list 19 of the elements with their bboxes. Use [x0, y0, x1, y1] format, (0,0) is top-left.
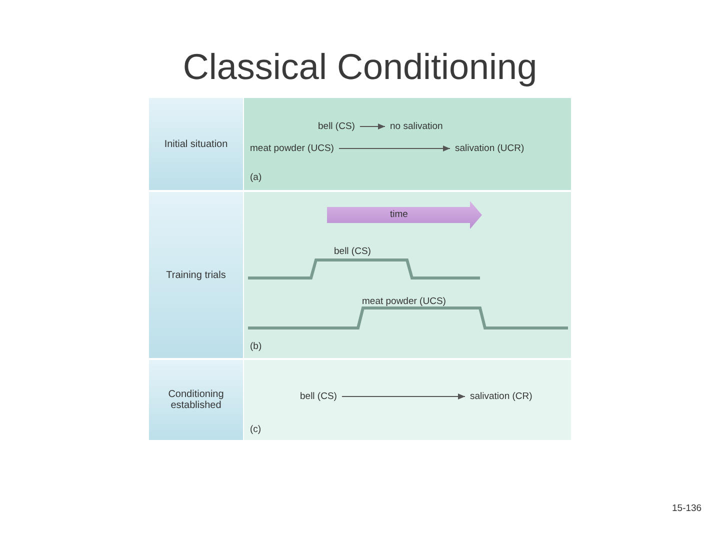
signal-label: bell (CS) [334, 246, 371, 257]
page-number: 15-136 [672, 503, 702, 514]
arrow [359, 124, 386, 130]
signal-label: meat powder (UCS) [362, 296, 446, 307]
stimulus-label: meat powder (UCS) [250, 143, 334, 154]
stimulus-label: bell (CS) [300, 391, 337, 402]
stimulus-label: bell (CS) [318, 121, 355, 132]
arrow-label: time [390, 209, 408, 220]
stimulus-label: salivation (CR) [470, 391, 532, 402]
stimulus-label: salivation (UCR) [455, 143, 524, 154]
arrow [341, 394, 466, 400]
panel-letter: (a) [250, 172, 262, 183]
row-header: Conditioning established [148, 359, 244, 441]
arrow [338, 146, 450, 152]
row-header: Training trials [148, 191, 244, 359]
stimulus-label: no salivation [390, 121, 443, 132]
panel-letter: (b) [250, 341, 262, 352]
title: Classical Conditioning [182, 46, 538, 88]
row-header: Initial situation [148, 97, 244, 191]
